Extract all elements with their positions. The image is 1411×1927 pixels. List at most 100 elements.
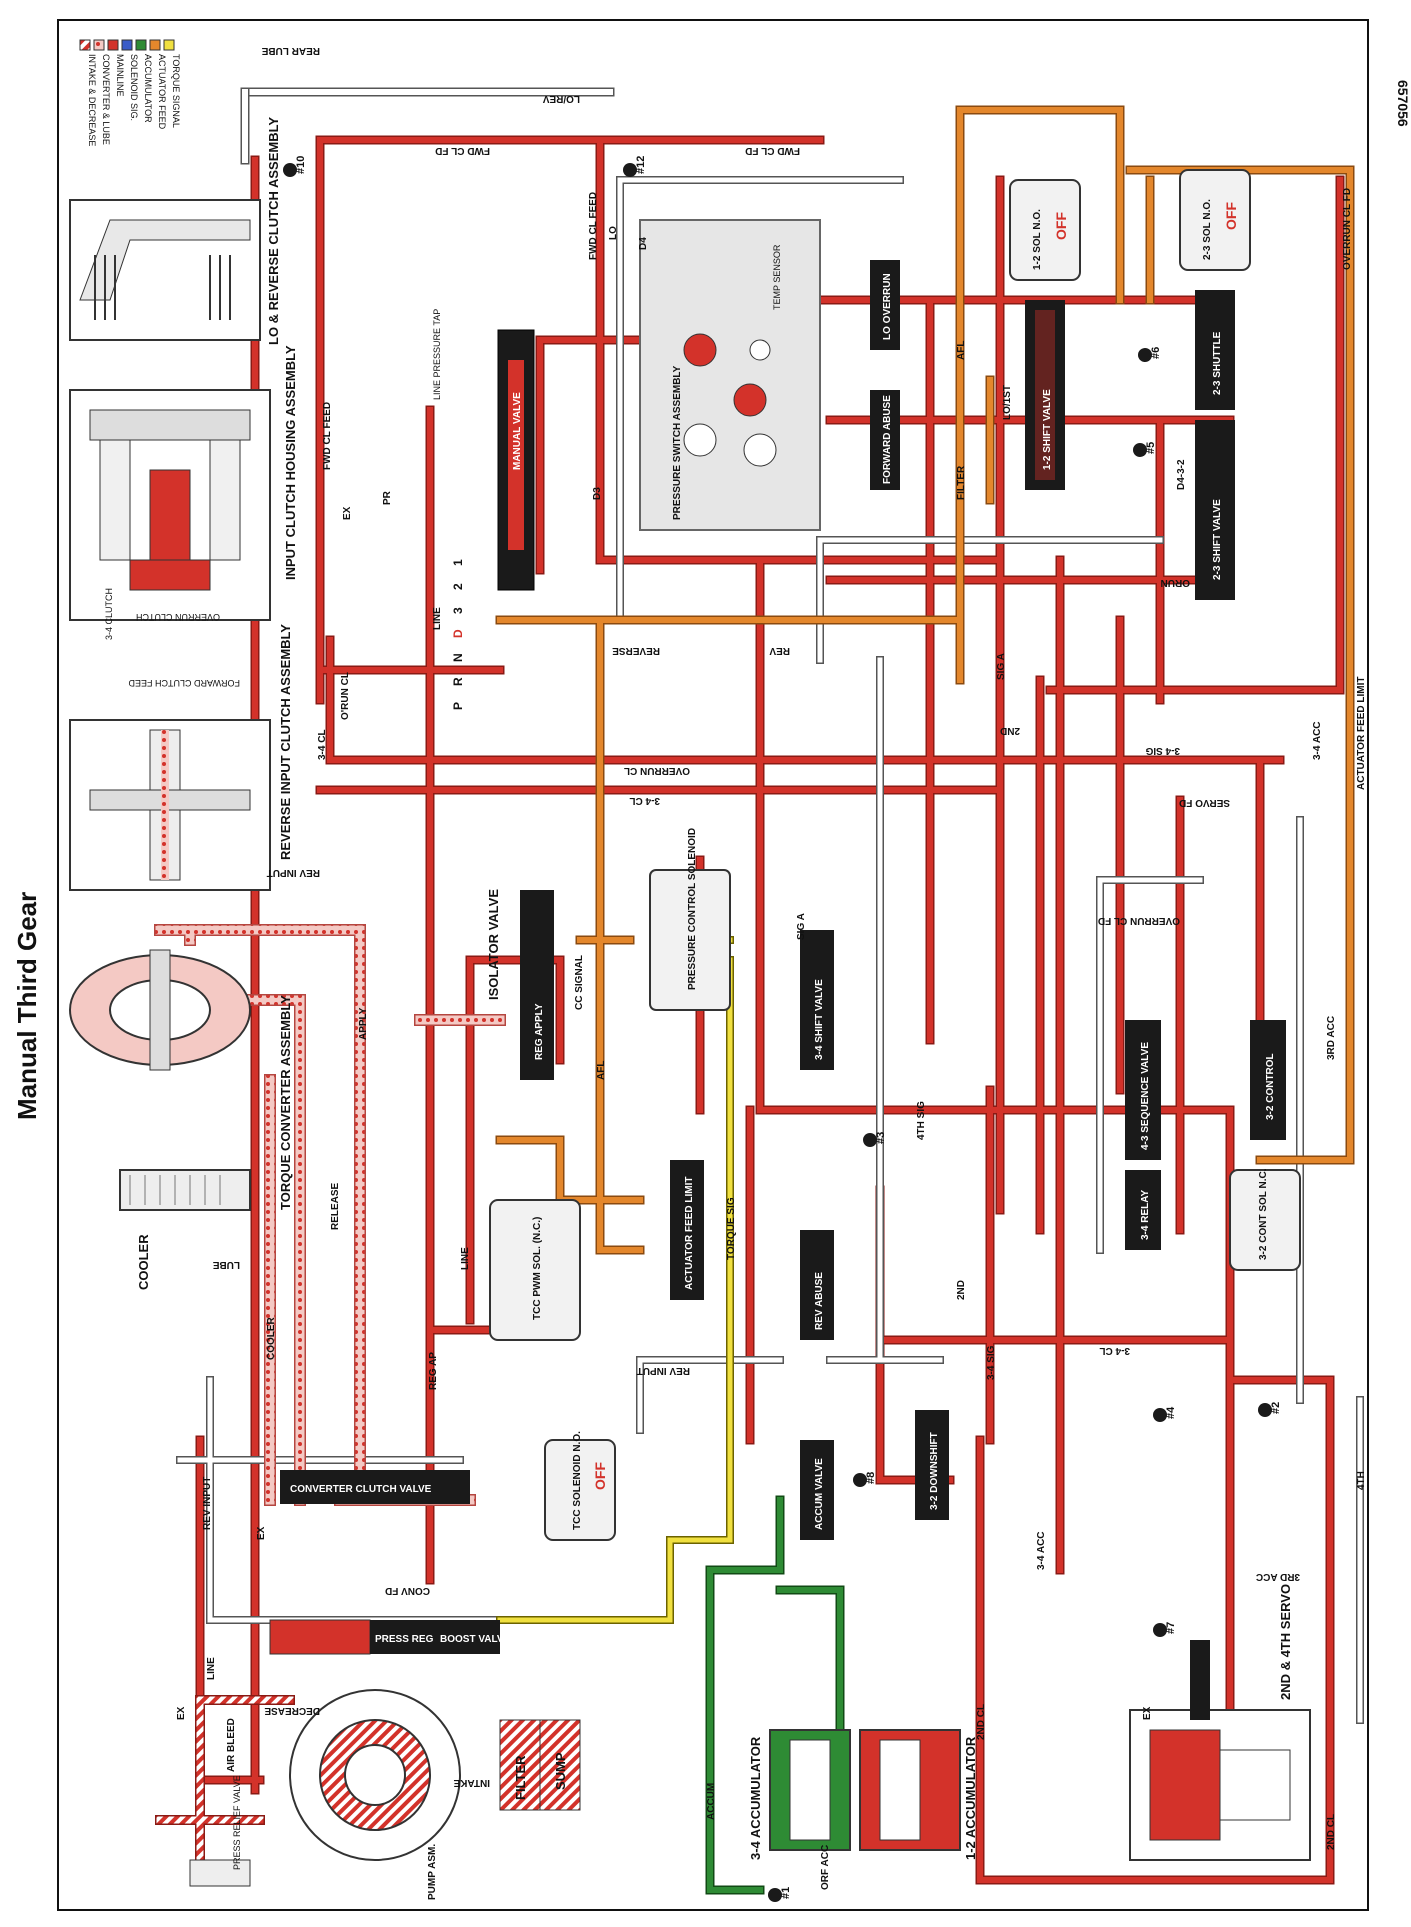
label-d3: D3 — [592, 487, 603, 500]
label-fwd-cl-feed: FWD CL FEED — [588, 192, 599, 260]
isolator-reg-apply-valve: REG APPLY ISOLATOR VALVE — [486, 889, 554, 1080]
pressure-control-label: PRESSURE CONTROL SOLENOID — [687, 828, 698, 990]
label-fwd-cl-fd-right: FWD CL FD — [745, 145, 800, 156]
label-2nd-cl-2: 2ND CL — [1326, 1814, 1337, 1850]
accum-valve: ACCUM VALVE — [800, 1440, 834, 1540]
reg-apply-label: REG APPLY — [534, 1003, 545, 1060]
legend-label: ACTUATOR FEED — [157, 54, 167, 130]
label-rev: REV — [769, 645, 790, 656]
legend-label: TORQUE SIGNAL — [171, 54, 181, 128]
label-decrease: DECREASE — [264, 1705, 320, 1716]
legend-label: ACCUMULATOR — [143, 54, 153, 123]
check-ball — [1258, 1403, 1272, 1417]
figure-number: 657056 — [1395, 80, 1411, 127]
label-forward-clutch-feed: FORWARD CLUTCH FEED — [128, 678, 240, 688]
control-valve-32: 3-2 CONTROL — [1250, 1020, 1286, 1140]
lo-reverse-label: LO & REVERSE CLUTCH ASSEMBLY — [266, 117, 281, 345]
legend-item: TORQUE SIGNAL — [163, 39, 181, 128]
shift-valve-23: 2-3 SHIFT VALVE — [1195, 420, 1235, 600]
check-ball — [1153, 1623, 1167, 1637]
legend-label: CONVERTER & LUBE — [101, 54, 111, 145]
check-ball-label: #8 — [865, 1472, 877, 1484]
check-ball-label: #1 — [780, 1887, 792, 1899]
legend-swatch — [93, 39, 105, 51]
pressure-regulator-valve: PRESS REG BOOST VALVE — [269, 1619, 511, 1655]
check-ball — [863, 1133, 877, 1147]
legend-label: INTAKE & DECREASE — [87, 54, 97, 146]
reverse-input-label: REVERSE INPUT CLUTCH ASSEMBLY — [278, 624, 293, 860]
pump-label: PUMP ASM. — [427, 1844, 438, 1900]
legend-item: MAINLINE — [107, 39, 125, 97]
label-orun: ORUN — [1161, 577, 1190, 588]
torque-converter-label: TORQUE CONVERTER ASSEMBLY — [278, 995, 293, 1210]
label-afl-2: AFL — [596, 1061, 607, 1080]
legend-item: SOLENOID SIG. — [121, 39, 139, 121]
label-lo-rev: LO/REV — [542, 93, 580, 104]
control-32-label: 3-2 CONTROL — [1265, 1053, 1276, 1120]
label-overrun-clutch: OVERRUN CLUTCH — [136, 612, 220, 622]
check-ball — [1138, 348, 1152, 362]
label-3rd-acc-2: 3RD ACC — [1326, 1016, 1337, 1060]
check-ball — [623, 163, 637, 177]
rev-abuse-label: REV ABUSE — [814, 1272, 825, 1330]
tcc-pwm-solenoid: TCC PWM SOL. (N.C.) — [489, 1199, 581, 1341]
pressure-switch-label: PRESSURE SWITCH ASSEMBLY — [672, 365, 683, 520]
check-balls: #1#2#3#4#5#6#7#8#10#12 — [283, 156, 1282, 1902]
shuttle-23-label: 2-3 SHUTTLE — [1212, 331, 1223, 395]
pressure-switch-assembly: PRESSURE SWITCH ASSEMBLY TEMP SENSOR — [639, 219, 821, 531]
tcc-solenoid-label: TCC SOLENOID N.O. — [572, 1431, 583, 1530]
check-ball-label: #10 — [295, 156, 307, 174]
servo-label: 2ND & 4TH SERVO — [1278, 1584, 1293, 1700]
check-ball-label: #12 — [635, 156, 647, 174]
label-fwd-cl-feed-left: FWD CL FEED — [322, 402, 333, 470]
legend-swatch — [135, 39, 147, 51]
input-clutch-housing-assembly: INPUT CLUTCH HOUSING ASSEMBLY — [69, 345, 298, 621]
accumulator-34: 3-4 ACCUMULATOR — [748, 1729, 851, 1860]
range-letter: D — [451, 629, 465, 638]
accum-34-label: 3-4 ACCUMULATOR — [748, 1736, 763, 1860]
pressure-control-solenoid: PRESSURE CONTROL SOLENOID — [649, 828, 731, 1011]
shift-34-label: 3-4 SHIFT VALVE — [814, 979, 825, 1060]
torque-converter-assembly: TORQUE CONVERTER ASSEMBLY — [69, 949, 293, 1210]
reverse-input-clutch-assembly: REVERSE INPUT CLUTCH ASSEMBLY — [69, 624, 293, 891]
tcc-solenoid: TCC SOLENOID N.O. OFF — [544, 1431, 616, 1541]
page-title: Manual Third Gear — [12, 892, 42, 1120]
press-reg-label: PRESS REG — [375, 1634, 434, 1645]
solenoid-23: 2-3 SOL N.O. OFF — [1179, 169, 1251, 271]
filter: FILTER — [499, 1719, 541, 1811]
shuttle-23: 2-3 SHUTTLE — [1195, 290, 1235, 410]
legend-swatch — [149, 39, 161, 51]
boost-label: BOOST VALVE — [440, 1634, 511, 1645]
converter-clutch-valve: CONVERTER CLUTCH VALVE — [280, 1470, 470, 1504]
forward-abuse-valve: FORWARD ABUSE — [870, 390, 900, 490]
label-ex-1: EX — [342, 506, 353, 520]
converter-clutch-label: CONVERTER CLUTCH VALVE — [290, 1484, 432, 1495]
label-4th: 4TH — [1356, 1471, 1367, 1490]
title-block: Manual Third Gear 657056 — [12, 80, 1411, 1120]
press-relief-label: PRESS RELIEF VALVE — [232, 1775, 242, 1870]
label-lo: LO — [608, 226, 619, 240]
check-ball-label: #2 — [1270, 1402, 1282, 1414]
range-letter: 1 — [451, 559, 465, 566]
legend-swatch — [79, 39, 91, 51]
check-ball — [1133, 443, 1147, 457]
relay-34-label: 3-4 RELAY — [1140, 1189, 1151, 1240]
label-orf-acc: ORF ACC — [820, 1845, 831, 1890]
label-ex-2: EX — [256, 1526, 267, 1540]
label-air-bleed: AIR BLEED — [226, 1718, 237, 1772]
label-reg-ap: REG AP — [428, 1352, 439, 1390]
legend-item: ACTUATOR FEED — [149, 39, 167, 130]
legend-item: ACCUMULATOR — [135, 39, 153, 123]
line-labels: REAR LUBE LO/REV FWD CL FD FWD CL FD FWD… — [104, 45, 1367, 1890]
lo-reverse-clutch-assembly: LO & REVERSE CLUTCH ASSEMBLY — [69, 117, 281, 345]
shift-valve-34: 3-4 SHIFT VALVE — [800, 930, 834, 1070]
check-ball — [768, 1888, 782, 1902]
label-accum: ACCUM — [706, 1783, 717, 1820]
label-d4-3-2: D4-3-2 — [1176, 459, 1187, 490]
sol-23-label: 2-3 SOL N.O. — [1202, 199, 1213, 260]
legend-item: INTAKE & DECREASE — [79, 39, 97, 146]
pump-assembly: PUMP ASM. — [289, 1689, 461, 1900]
check-ball — [853, 1473, 867, 1487]
label-ex-3: EX — [176, 1706, 187, 1720]
